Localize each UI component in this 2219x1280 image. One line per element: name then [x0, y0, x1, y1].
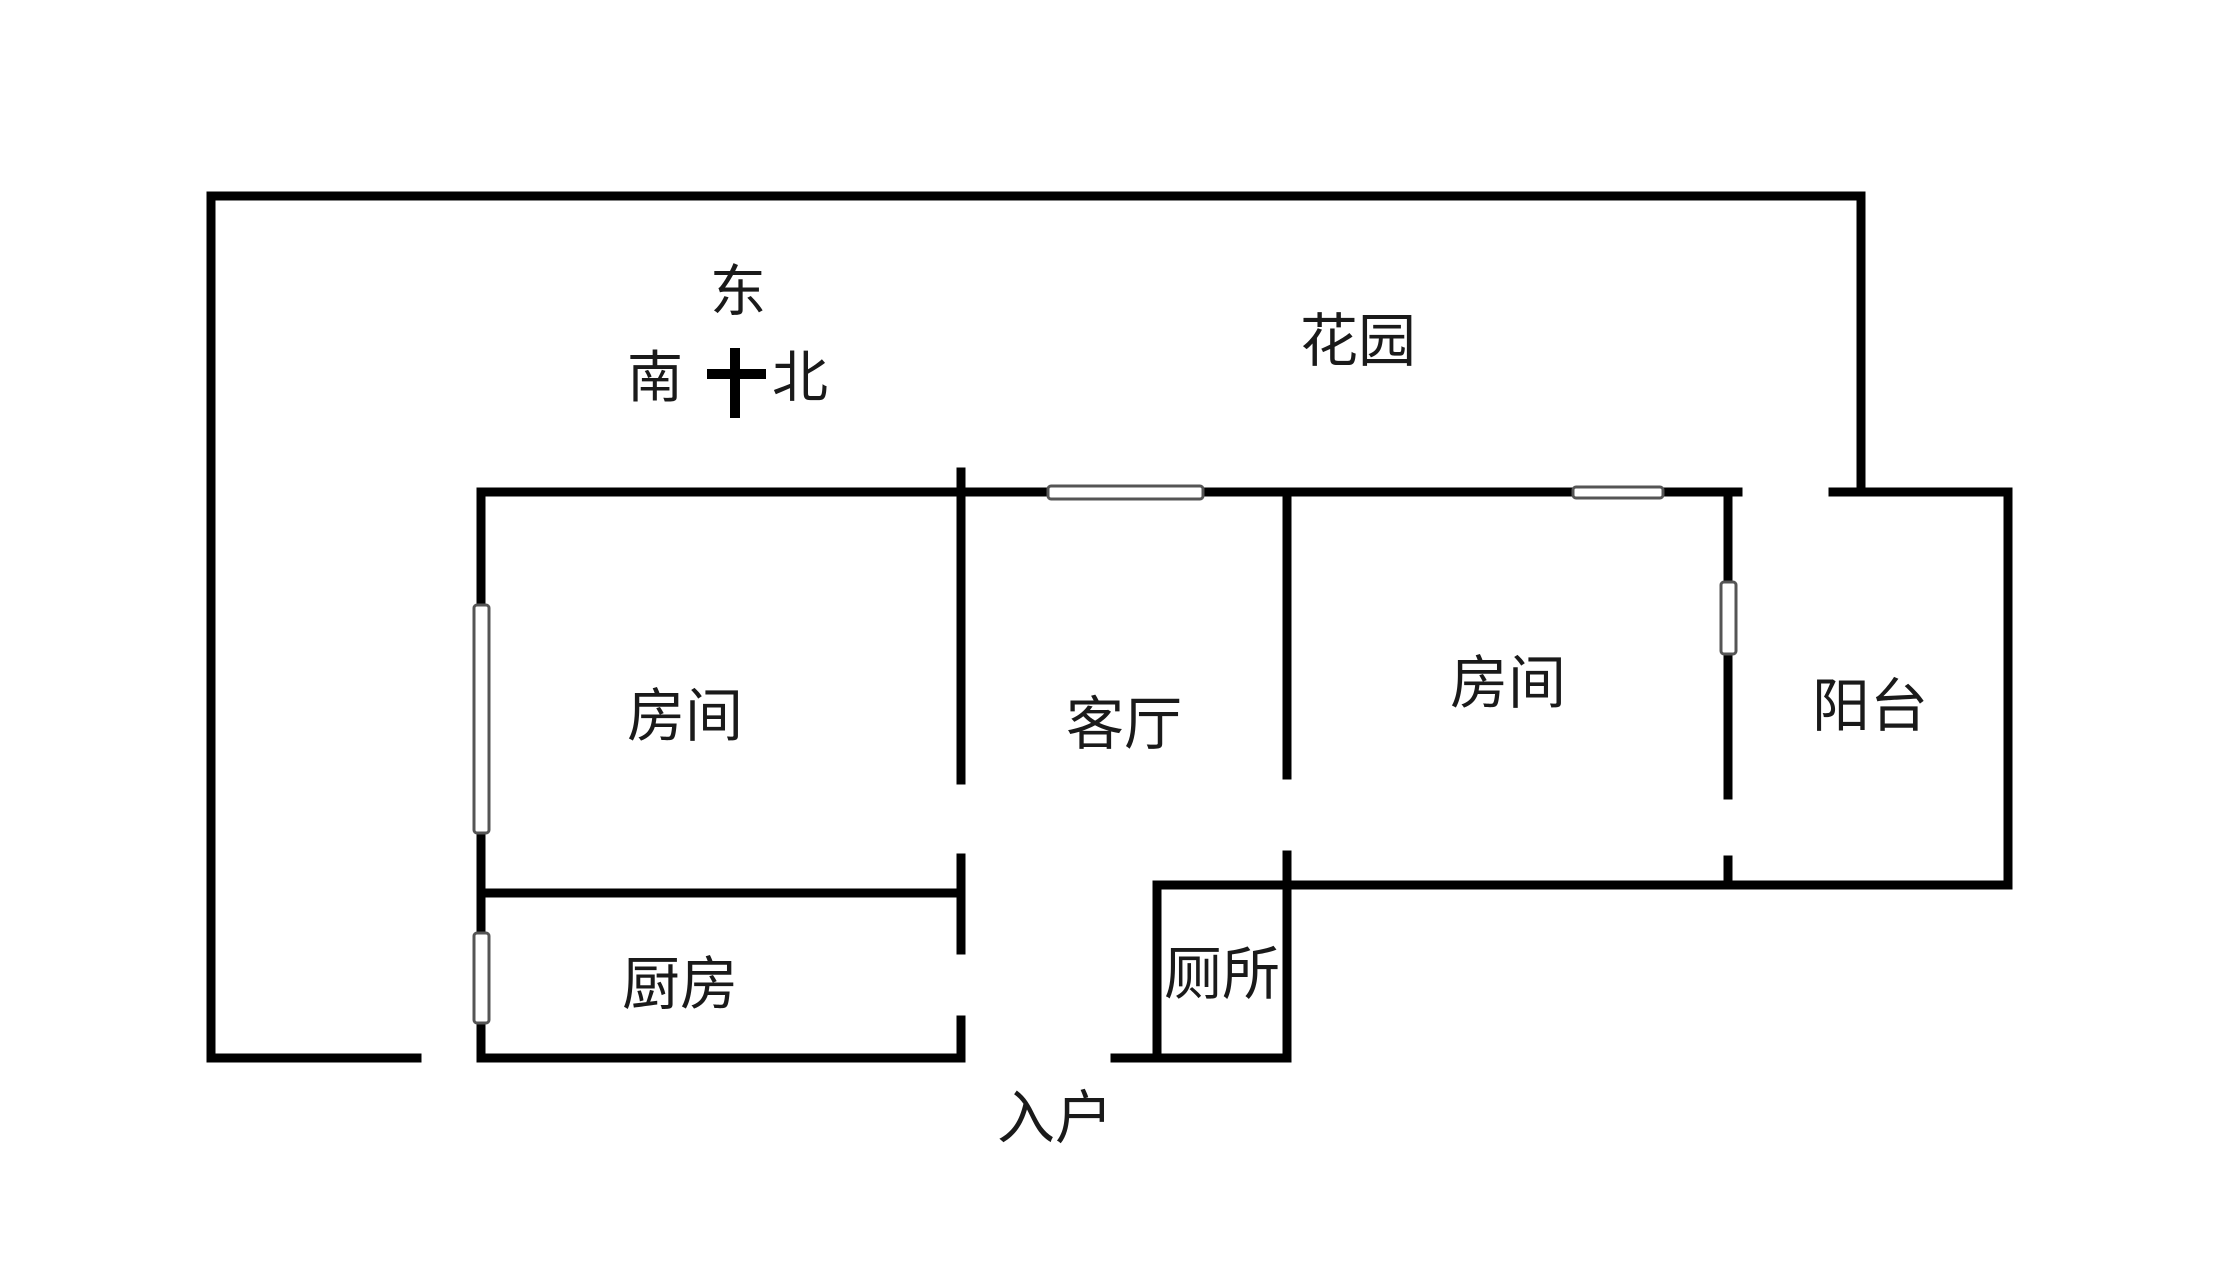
label-bedroom-left: 房间: [627, 682, 743, 750]
window-balcony-divider: [1719, 580, 1738, 656]
compass: 东 南 北: [627, 260, 828, 418]
window-living-room: [1046, 484, 1205, 501]
label-kitchen: 厨房: [622, 950, 738, 1018]
label-living-room: 客厅: [1066, 690, 1182, 758]
interior-walls: [476, 467, 1733, 1063]
window-right-bedroom: [1571, 485, 1665, 500]
label-balcony: 阳台: [1812, 672, 1928, 740]
compass-north-label: 北: [772, 346, 828, 411]
garden-boundary-wall: [206, 191, 1866, 1063]
label-entrance: 入户: [997, 1084, 1113, 1152]
window-kitchen: [472, 931, 491, 1025]
compass-east-label: 东: [710, 260, 766, 325]
windows: [472, 484, 1738, 1025]
compass-south-label: 南: [627, 346, 683, 411]
room-labels: 花园 房间 客厅 房间 阳台 厨房 厕所 入户: [622, 307, 1928, 1152]
window-left-bedroom: [472, 603, 491, 835]
label-garden: 花园: [1300, 307, 1416, 375]
label-toilet: 厕所: [1164, 940, 1280, 1008]
label-bedroom-right: 房间: [1450, 649, 1566, 717]
